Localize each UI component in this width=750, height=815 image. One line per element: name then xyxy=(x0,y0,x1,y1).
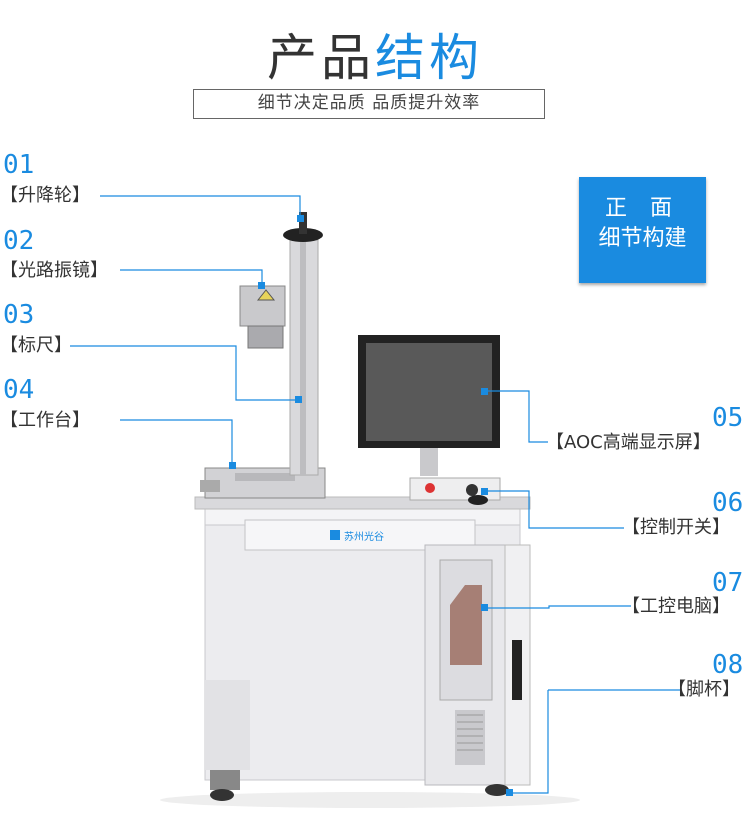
part-label-lift-wheel: 【升降轮】 xyxy=(0,185,90,206)
part-number-06: 06 xyxy=(712,488,744,518)
part-label-ruler: 【标尺】 xyxy=(0,335,72,356)
brand-logo-text: 苏州光谷 xyxy=(344,530,384,543)
part-label-text: 控制开关 xyxy=(640,517,712,538)
part-label-text: 脚杯 xyxy=(686,679,722,700)
subtitle-box: 细节决定品质 品质提升效率 xyxy=(193,89,545,119)
title-part-1: 产品 xyxy=(267,29,375,87)
part-label-text: 工控电脑 xyxy=(640,596,712,617)
part-label-galvo: 【光路振镜】 xyxy=(0,260,108,281)
part-number-05: 05 xyxy=(712,403,744,433)
part-number-08: 08 xyxy=(712,650,744,680)
page-title: 产品结构 xyxy=(0,18,750,90)
badge-line-1: 正 面 xyxy=(605,196,680,221)
part-label-text: 标尺 xyxy=(18,335,54,356)
part-label-text: AOC高端显示屏 xyxy=(564,432,693,453)
part-label-foot-cup: 【脚杯】 xyxy=(668,679,740,700)
front-detail-badge: 正 面 细节构建 xyxy=(579,177,706,283)
part-number-02: 02 xyxy=(3,226,35,256)
title-part-2: 结构 xyxy=(375,29,483,87)
part-number-03: 03 xyxy=(3,300,35,330)
part-label-text: 升降轮 xyxy=(18,185,72,206)
badge-line-2: 细节构建 xyxy=(598,226,687,251)
part-label-text: 工作台 xyxy=(18,410,72,431)
part-number-01: 01 xyxy=(3,150,35,180)
part-label-monitor: 【AOC高端显示屏】 xyxy=(546,432,711,453)
part-label-worktable: 【工作台】 xyxy=(0,410,90,431)
part-label-text: 光路振镜 xyxy=(18,260,90,281)
part-number-07: 07 xyxy=(712,568,744,598)
part-label-industrial-pc: 【工控电脑】 xyxy=(622,596,730,617)
part-number-04: 04 xyxy=(3,375,35,405)
part-label-control-switch: 【控制开关】 xyxy=(622,517,730,538)
